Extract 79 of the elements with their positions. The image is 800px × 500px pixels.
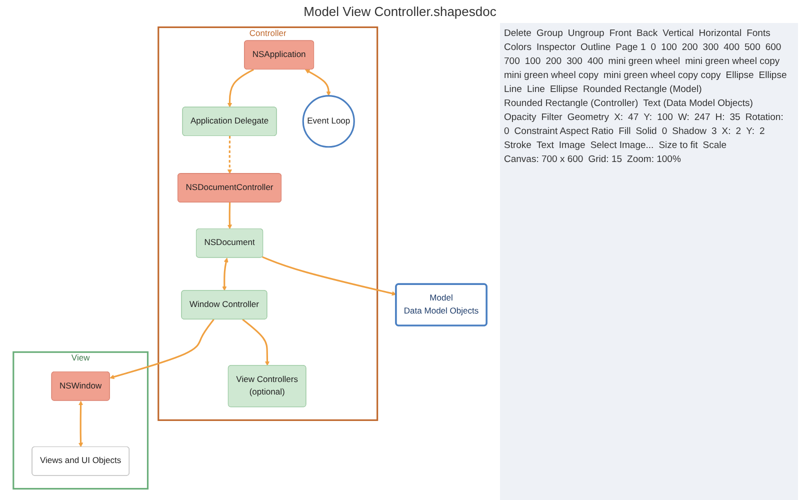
interface-text: H: xyxy=(715,111,725,125)
interface-text: Text (Data Model Objects) xyxy=(643,97,753,111)
interface-text: mini green wheel copy copy xyxy=(604,69,721,83)
interface-text: 2 xyxy=(736,125,742,139)
node-circle: Event Loop xyxy=(302,95,355,148)
interface-text: 500 xyxy=(744,41,760,55)
interface-text: Image xyxy=(558,139,586,153)
interface-text: X: xyxy=(722,125,731,139)
interface-text: Constraint Aspect Ratio xyxy=(514,125,614,139)
interface-text: Colors xyxy=(504,41,532,55)
interface-text: mini green wheel copy xyxy=(685,55,780,69)
interface-text: Vertical xyxy=(662,27,694,41)
interface-text: Delete xyxy=(504,27,532,41)
interface-text: Scale xyxy=(702,139,727,153)
interface-text: Y: xyxy=(746,125,755,139)
interface-text: mini green wheel xyxy=(608,55,680,69)
interface-text: 400 xyxy=(587,55,604,69)
interface-text: Outline xyxy=(580,41,611,55)
interface-text: Ellipse xyxy=(550,83,578,97)
interface-text: 47 xyxy=(628,111,639,125)
interface-text: Ungroup xyxy=(568,27,604,41)
interface-text: X: xyxy=(614,111,624,125)
interface-text: 0 xyxy=(662,125,668,139)
interface-text: Zoom: 100% xyxy=(627,153,681,167)
interface-text: Fill xyxy=(618,125,631,139)
interface-text: 200 xyxy=(682,41,698,55)
interface-text: Line xyxy=(526,83,545,97)
interface-text: Size to fit xyxy=(658,139,698,153)
interface-text: 3 xyxy=(711,125,717,139)
title: Model View Controller.shapesdoc xyxy=(302,4,498,19)
interface-text: 100 xyxy=(661,41,677,55)
interface-text: W: xyxy=(678,111,690,125)
interface-text: Ellipse xyxy=(726,69,754,83)
interface-text: Filter xyxy=(541,111,562,125)
arrow xyxy=(305,69,331,96)
interface-text: 300 xyxy=(702,41,719,55)
interface-text: 0 xyxy=(504,125,510,139)
interface-text: 300 xyxy=(566,55,582,69)
arrow xyxy=(110,318,214,380)
interface-text: mini green wheel copy xyxy=(504,69,599,83)
interface-text: Ellipse xyxy=(758,69,787,83)
interface-text: 0 xyxy=(650,41,656,55)
interface-text: Canvas: 700 x 600 xyxy=(504,153,584,167)
arrow xyxy=(262,256,396,296)
interface-text: Solid xyxy=(636,125,657,139)
interface-text: Shadow xyxy=(672,125,706,139)
interface-text: Page 1 xyxy=(616,41,646,55)
interface-text: Inspector xyxy=(536,41,576,55)
interface-text: Select Image... xyxy=(590,139,654,153)
arrow xyxy=(78,400,84,448)
interface-text: 100 xyxy=(657,111,673,125)
interface-text: 247 xyxy=(694,111,710,125)
interface-text: 2 xyxy=(760,125,765,139)
arrow xyxy=(242,318,270,366)
arrow xyxy=(227,136,232,174)
interface-text: Stroke xyxy=(504,139,532,153)
interface-text: Y: xyxy=(644,111,652,125)
interface-text: Front xyxy=(609,27,632,41)
interface-text: Back xyxy=(636,27,658,41)
interface-text: 200 xyxy=(546,55,562,69)
interface-text: 35 xyxy=(730,111,740,125)
interface-text: Grid: 15 xyxy=(588,153,622,167)
interface-text: 100 xyxy=(524,55,541,69)
interface-text: Line xyxy=(504,83,522,97)
interface-text: Rounded Rectangle (Model) xyxy=(582,83,702,97)
interface-text: 700 xyxy=(504,55,520,69)
interface-text: 400 xyxy=(724,41,740,55)
arrow xyxy=(227,68,254,108)
interface-text: Rotation: xyxy=(745,111,784,125)
interface-text: Fonts xyxy=(746,27,770,41)
interface-text: Rounded Rectangle (Controller) xyxy=(504,97,638,111)
interface-text: Horizontal xyxy=(698,27,742,41)
interface-text: Text xyxy=(536,139,554,153)
interface-text: 600 xyxy=(765,41,782,55)
interface-text: Opacity xyxy=(504,111,536,125)
arrow xyxy=(227,202,232,230)
arrow xyxy=(222,258,228,291)
interface-text: Group xyxy=(536,27,563,41)
interface-text: Geometry xyxy=(567,111,610,125)
